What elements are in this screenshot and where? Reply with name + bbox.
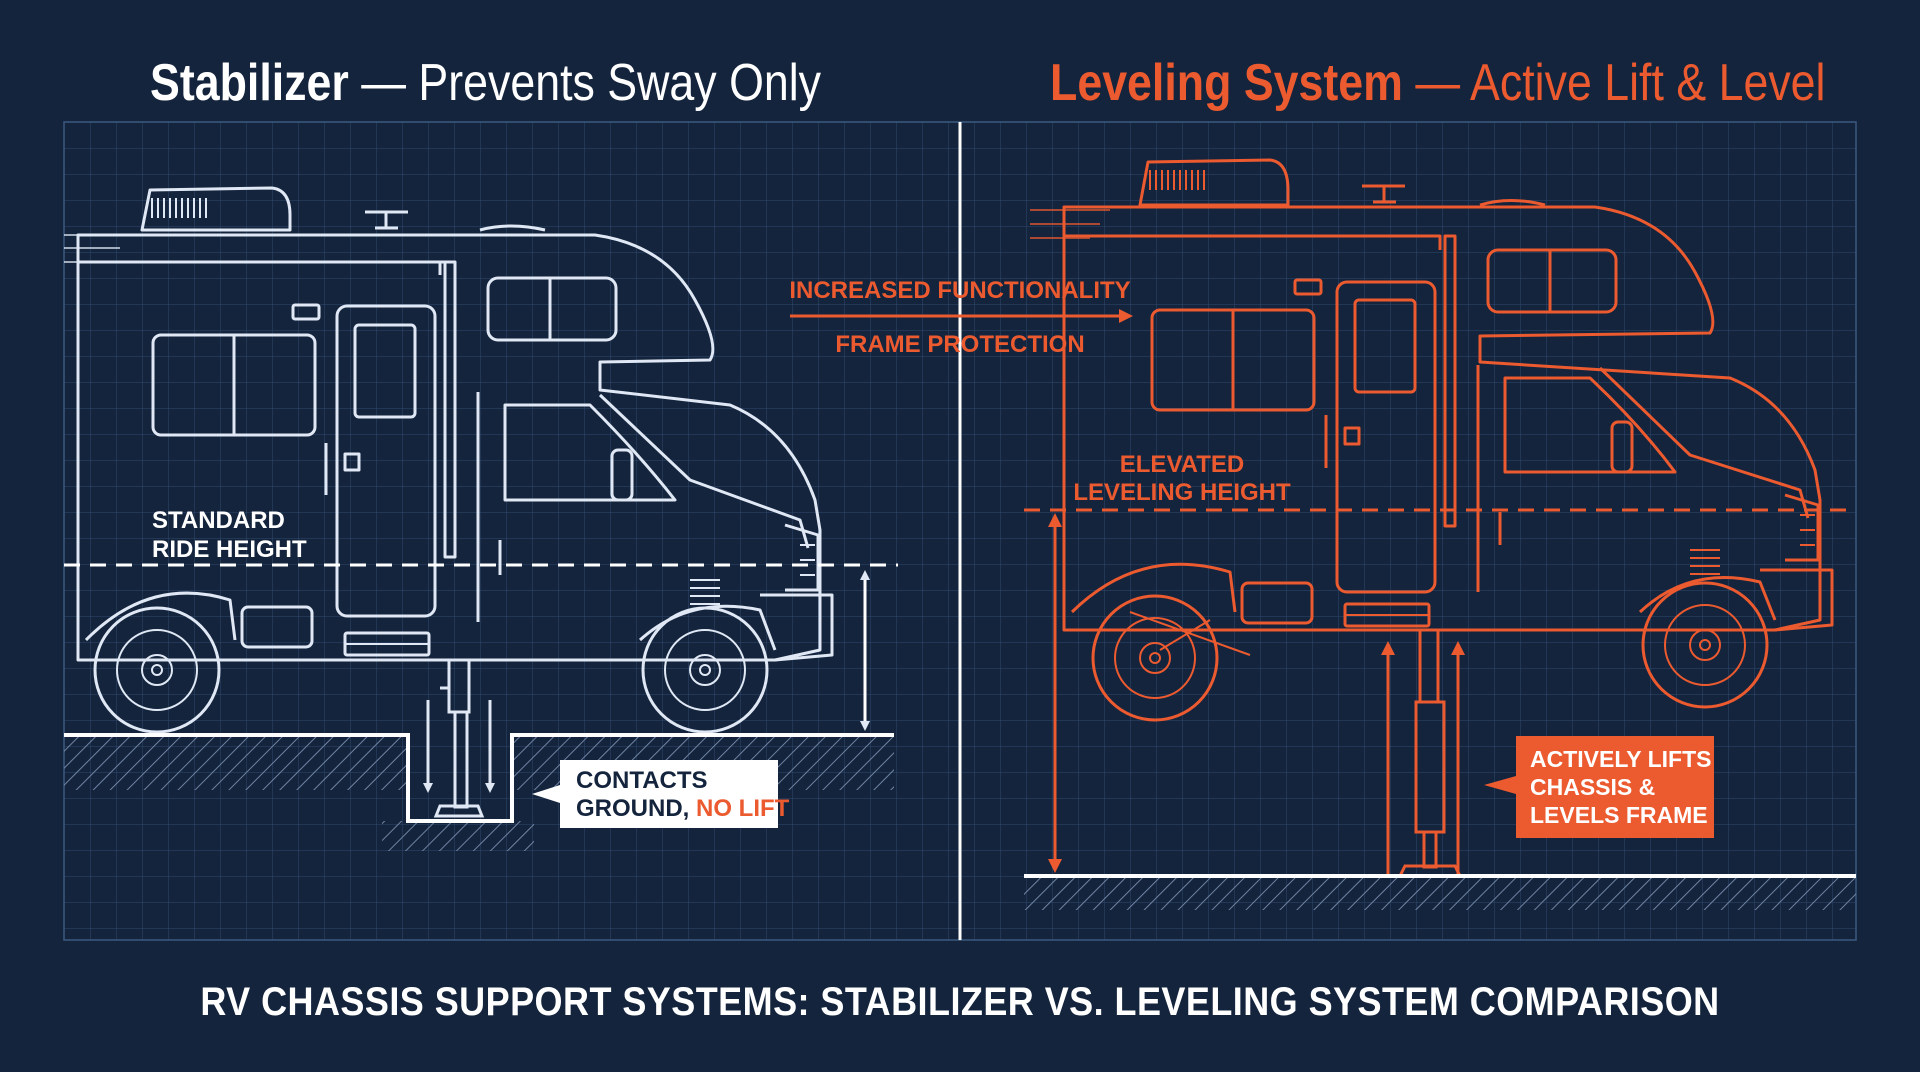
callout-right-line2: CHASSIS & bbox=[1530, 774, 1655, 800]
entry-door-right bbox=[1335, 280, 1437, 594]
standard-label-line2: RIDE HEIGHT bbox=[152, 536, 307, 563]
wheel-rear-right bbox=[1091, 594, 1219, 722]
increased-functionality-label: INCREASED FUNCTIONALITY bbox=[789, 277, 1130, 304]
roof-ac-unit bbox=[140, 186, 292, 232]
rv-body-right bbox=[1062, 205, 1822, 632]
cabover-window-right bbox=[1486, 248, 1618, 314]
roof-antenna bbox=[365, 210, 408, 230]
diagram-caption: RV CHASSIS SUPPORT SYSTEMS: STABILIZER V… bbox=[200, 980, 1720, 1024]
callout-right-line1: ACTIVELY LIFTS bbox=[1530, 746, 1711, 772]
wheel-rear-left bbox=[93, 606, 221, 734]
leveling-jack bbox=[1381, 628, 1465, 878]
rv-body bbox=[76, 233, 822, 662]
standard-label-line1: STANDARD bbox=[152, 507, 285, 534]
stabilizer-title-rest: — Prevents Sway Only bbox=[348, 54, 822, 112]
contacts-ground-callout: CONTACTS GROUND, NO LIFT bbox=[532, 760, 790, 828]
stabilizer-title-bold: Stabilizer bbox=[150, 54, 349, 112]
stabilizer-jack bbox=[423, 658, 495, 818]
cab-window-right bbox=[1503, 376, 1677, 474]
callout-left-line2b: NO LIFT bbox=[696, 795, 790, 822]
stabilizer-title: Stabilizer — Prevents Sway Only bbox=[150, 48, 821, 118]
frame-protection-label: FRAME PROTECTION bbox=[835, 331, 1084, 358]
roof-antenna-right bbox=[1362, 184, 1405, 204]
entry-door bbox=[335, 304, 437, 618]
ground-right bbox=[1024, 874, 1856, 910]
cab-window bbox=[503, 403, 677, 502]
callout-left-line2a: GROUND, bbox=[576, 795, 696, 822]
elevated-label-line1: ELEVATED bbox=[1120, 451, 1244, 478]
leveling-title: Leveling System — Active Lift & Level bbox=[1050, 48, 1825, 118]
roof-ac-unit-right bbox=[1138, 158, 1290, 207]
elevated-label-line2: LEVELING HEIGHT bbox=[1073, 479, 1291, 506]
callout-right-line3: LEVELS FRAME bbox=[1530, 802, 1708, 828]
center-benefits: INCREASED FUNCTIONALITY FRAME PROTECTION bbox=[789, 277, 1133, 358]
cab bbox=[476, 392, 810, 622]
leveling-title-bold: Leveling System bbox=[1050, 54, 1403, 112]
wheel-front-right bbox=[1641, 581, 1769, 709]
svg-text:GROUND, NO LIFT: GROUND, NO LIFT bbox=[576, 795, 790, 822]
actively-lifts-callout: ACTIVELY LIFTS CHASSIS & LEVELS FRAME bbox=[1484, 736, 1714, 838]
callout-left-line1: CONTACTS bbox=[576, 767, 708, 794]
stabilizer-rv bbox=[64, 186, 834, 734]
leveling-rv bbox=[1030, 158, 1834, 722]
leveling-title-rest: — Active Lift & Level bbox=[1402, 54, 1826, 112]
wheel-front-left bbox=[641, 606, 769, 734]
grid-panel-right bbox=[959, 121, 1857, 941]
cabover-window bbox=[486, 276, 618, 342]
